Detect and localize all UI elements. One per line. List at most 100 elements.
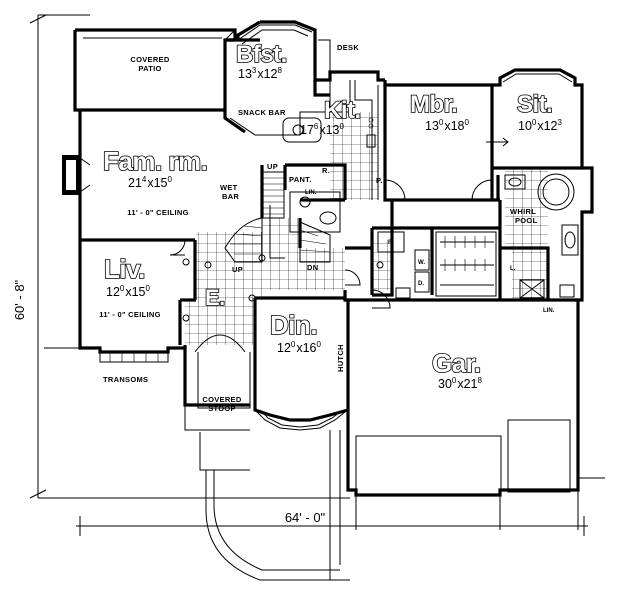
room-liv-h-sup: 0	[146, 284, 151, 293]
room-mbr-h-sup: 0	[465, 118, 470, 127]
room-liv-h: 15	[132, 285, 146, 299]
room-mbr-h: 18	[451, 119, 465, 133]
fireplace	[62, 155, 91, 195]
l-label: L.	[510, 266, 516, 272]
room-gar-w: 30	[438, 377, 452, 391]
room-sit-times: x	[537, 119, 544, 133]
room-fam-name: Fam. rm.	[103, 146, 207, 176]
room-din-dims: 120x160	[277, 340, 322, 355]
room-sit-h: 12	[544, 119, 558, 133]
sitting-bay	[502, 73, 573, 83]
patio-label-2: PATIO	[138, 64, 161, 73]
room-sit-w: 10	[518, 119, 532, 133]
stoop-label-2: STOOP	[208, 404, 236, 413]
whirlpool-label-2: POOL	[515, 216, 538, 225]
room-bfst-w-sup: 3	[252, 66, 257, 75]
front-entry	[184, 334, 350, 581]
patio-label-1: COVERED	[130, 55, 169, 64]
room-mbr-name: Mbr.	[410, 91, 457, 118]
powder-room	[289, 191, 341, 233]
room-liv-w-sup: 0	[120, 284, 125, 293]
f-label: F.	[388, 240, 393, 246]
hutch-label: HUTCH	[336, 344, 345, 372]
column-markers	[182, 254, 384, 322]
room-liv-times: x	[125, 285, 132, 299]
room-liv: Liv. 120x150 11' - 0" CEILING	[99, 253, 160, 319]
whirlpool-label-1: WHIRL	[510, 207, 536, 216]
stoop-label-1: COVERED	[202, 395, 241, 404]
room-sit: Sit. 100x123	[516, 90, 563, 133]
room-din-w: 12	[277, 341, 291, 355]
dn-label: DN	[307, 263, 318, 272]
room-kit: Kit. 176x130	[300, 96, 362, 137]
overall-width-label: 64' - 0"	[285, 510, 326, 525]
room-gar: Gar. 300x218	[431, 347, 483, 391]
room-fam-w-sup: 4	[142, 175, 147, 184]
walk-in-closet	[435, 231, 497, 297]
room-kit-w-sup: 6	[314, 122, 319, 131]
breakfast-bay	[237, 24, 313, 45]
room-fam-dims: 214x150	[128, 175, 173, 190]
room-bfst-h-sup: 8	[278, 66, 283, 75]
room-gar-h-sup: 8	[478, 376, 483, 385]
room-gar-w-sup: 0	[452, 376, 457, 385]
transoms-label: TRANSOMS	[103, 375, 148, 384]
room-din: Din. 120x160	[269, 309, 322, 355]
lin-mid-label: LIN.	[305, 190, 317, 196]
driveway	[329, 419, 605, 580]
room-fam-h-sup: 0	[168, 175, 173, 184]
room-gar-times: x	[457, 377, 464, 391]
room-mbr-dims: 130x180	[425, 118, 470, 133]
room-kit-h-sup: 0	[340, 122, 345, 131]
room-bfst: Bfst. 133x128	[235, 40, 288, 81]
room-mbr-w: 13	[425, 119, 439, 133]
pant-label: PANT.	[289, 175, 312, 184]
room-din-name: Din.	[270, 310, 317, 340]
dimension-lines	[29, 14, 588, 536]
covered-patio	[75, 29, 237, 110]
up-bottom-label: UP	[232, 265, 243, 274]
room-din-h-sup: 0	[317, 340, 322, 349]
room-gar-h: 21	[464, 377, 478, 391]
room-din-times: x	[296, 341, 303, 355]
room-sit-dims: 100x123	[518, 118, 563, 133]
room-kit-h: 13	[326, 123, 340, 137]
room-sit-w-sup: 0	[532, 118, 537, 127]
room-fam-h: 15	[154, 176, 168, 190]
room-fam: Fam. rm. 214x150 11' - 0" CEILING	[102, 145, 208, 217]
desk-label: DESK	[337, 43, 359, 52]
room-liv-w: 12	[106, 285, 120, 299]
mbr-arrow-icon	[486, 137, 509, 147]
wet-bar-label-2: BAR	[222, 192, 239, 201]
kitchen-counters	[229, 39, 379, 200]
room-liv-ceiling: 11' - 0" CEILING	[99, 310, 160, 319]
room-kit-times: x	[319, 123, 326, 137]
room-fam-times: x	[147, 176, 154, 190]
room-liv-name: Liv.	[104, 254, 145, 284]
up-top-label: UP	[267, 162, 278, 171]
overall-depth-label: 60' - 8"	[12, 279, 27, 320]
room-liv-dims: 120x150	[106, 284, 151, 299]
room-gar-name: Gar.	[432, 348, 481, 378]
room-bfst-w: 13	[238, 67, 252, 81]
lin-garage-label: LIN.	[543, 308, 555, 314]
room-din-w-sup: 0	[291, 340, 296, 349]
master-bath	[504, 173, 579, 299]
room-sit-h-sup: 3	[558, 118, 563, 127]
d-label: D.	[418, 281, 424, 287]
room-gar-dims: 300x218	[438, 376, 483, 391]
room-din-h: 16	[303, 341, 317, 355]
room-mbr-w-sup: 0	[439, 118, 444, 127]
room-sit-name: Sit.	[517, 91, 552, 118]
room-kit-name: Kit.	[324, 97, 361, 124]
room-kit-dims: 176x130	[300, 122, 345, 137]
room-bfst-dims: 133x128	[238, 66, 283, 81]
p-label: P.	[376, 176, 383, 185]
r-label: R.	[322, 166, 330, 175]
w-label: W.	[418, 260, 425, 266]
transom-windows	[44, 347, 169, 363]
room-fam-ceiling: 11' - 0" CEILING	[127, 208, 188, 217]
room-bfst-times: x	[257, 67, 264, 81]
tile-floors	[185, 112, 548, 345]
